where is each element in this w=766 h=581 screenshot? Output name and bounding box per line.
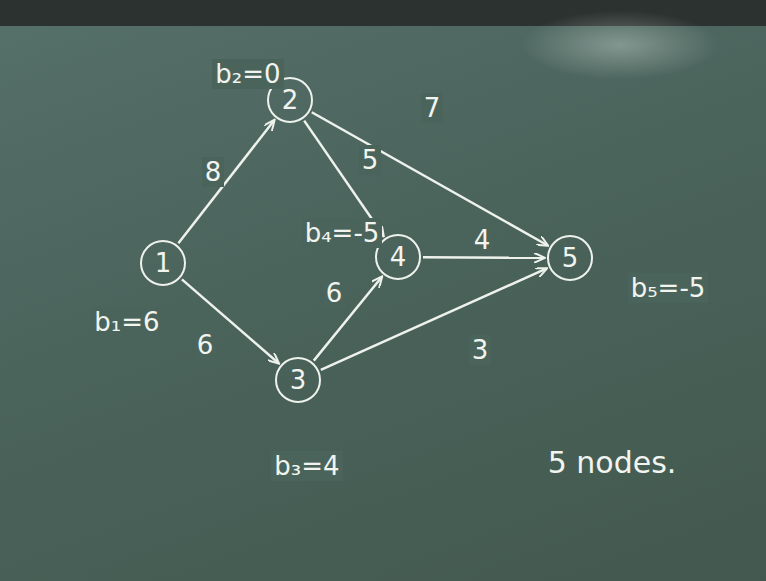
node-number: 2 bbox=[282, 86, 299, 115]
flow-arrow bbox=[423, 256, 544, 259]
supply-label: b₄=-5 bbox=[302, 218, 383, 249]
supply-label: b₁=6 bbox=[91, 307, 162, 338]
node-number: 4 bbox=[390, 243, 407, 272]
flow-arrow bbox=[321, 269, 546, 370]
supply-label: b₃=4 bbox=[271, 451, 342, 482]
cost-label: 4 bbox=[471, 225, 494, 256]
supply-label: b₅=-5 bbox=[628, 273, 709, 304]
node-number: 5 bbox=[562, 244, 579, 273]
flow-arrow bbox=[182, 279, 278, 363]
cost-label: 6 bbox=[194, 330, 217, 361]
flow-arrow bbox=[178, 121, 274, 244]
node-circle: 3 bbox=[275, 357, 321, 403]
cost-label: 5 bbox=[359, 145, 382, 176]
light-glare bbox=[520, 10, 720, 80]
node-circle: 5 bbox=[547, 235, 593, 281]
node-circle: 1 bbox=[140, 240, 186, 286]
cost-label: 6 bbox=[323, 278, 346, 309]
cost-label: 8 bbox=[202, 157, 225, 188]
cost-label: 7 bbox=[421, 93, 444, 124]
cost-label: 3 bbox=[469, 335, 492, 366]
supply-label: b₂=0 bbox=[212, 59, 283, 90]
note-text: 5 nodes. bbox=[545, 445, 680, 480]
node-number: 1 bbox=[155, 249, 172, 278]
node-number: 3 bbox=[290, 366, 307, 395]
